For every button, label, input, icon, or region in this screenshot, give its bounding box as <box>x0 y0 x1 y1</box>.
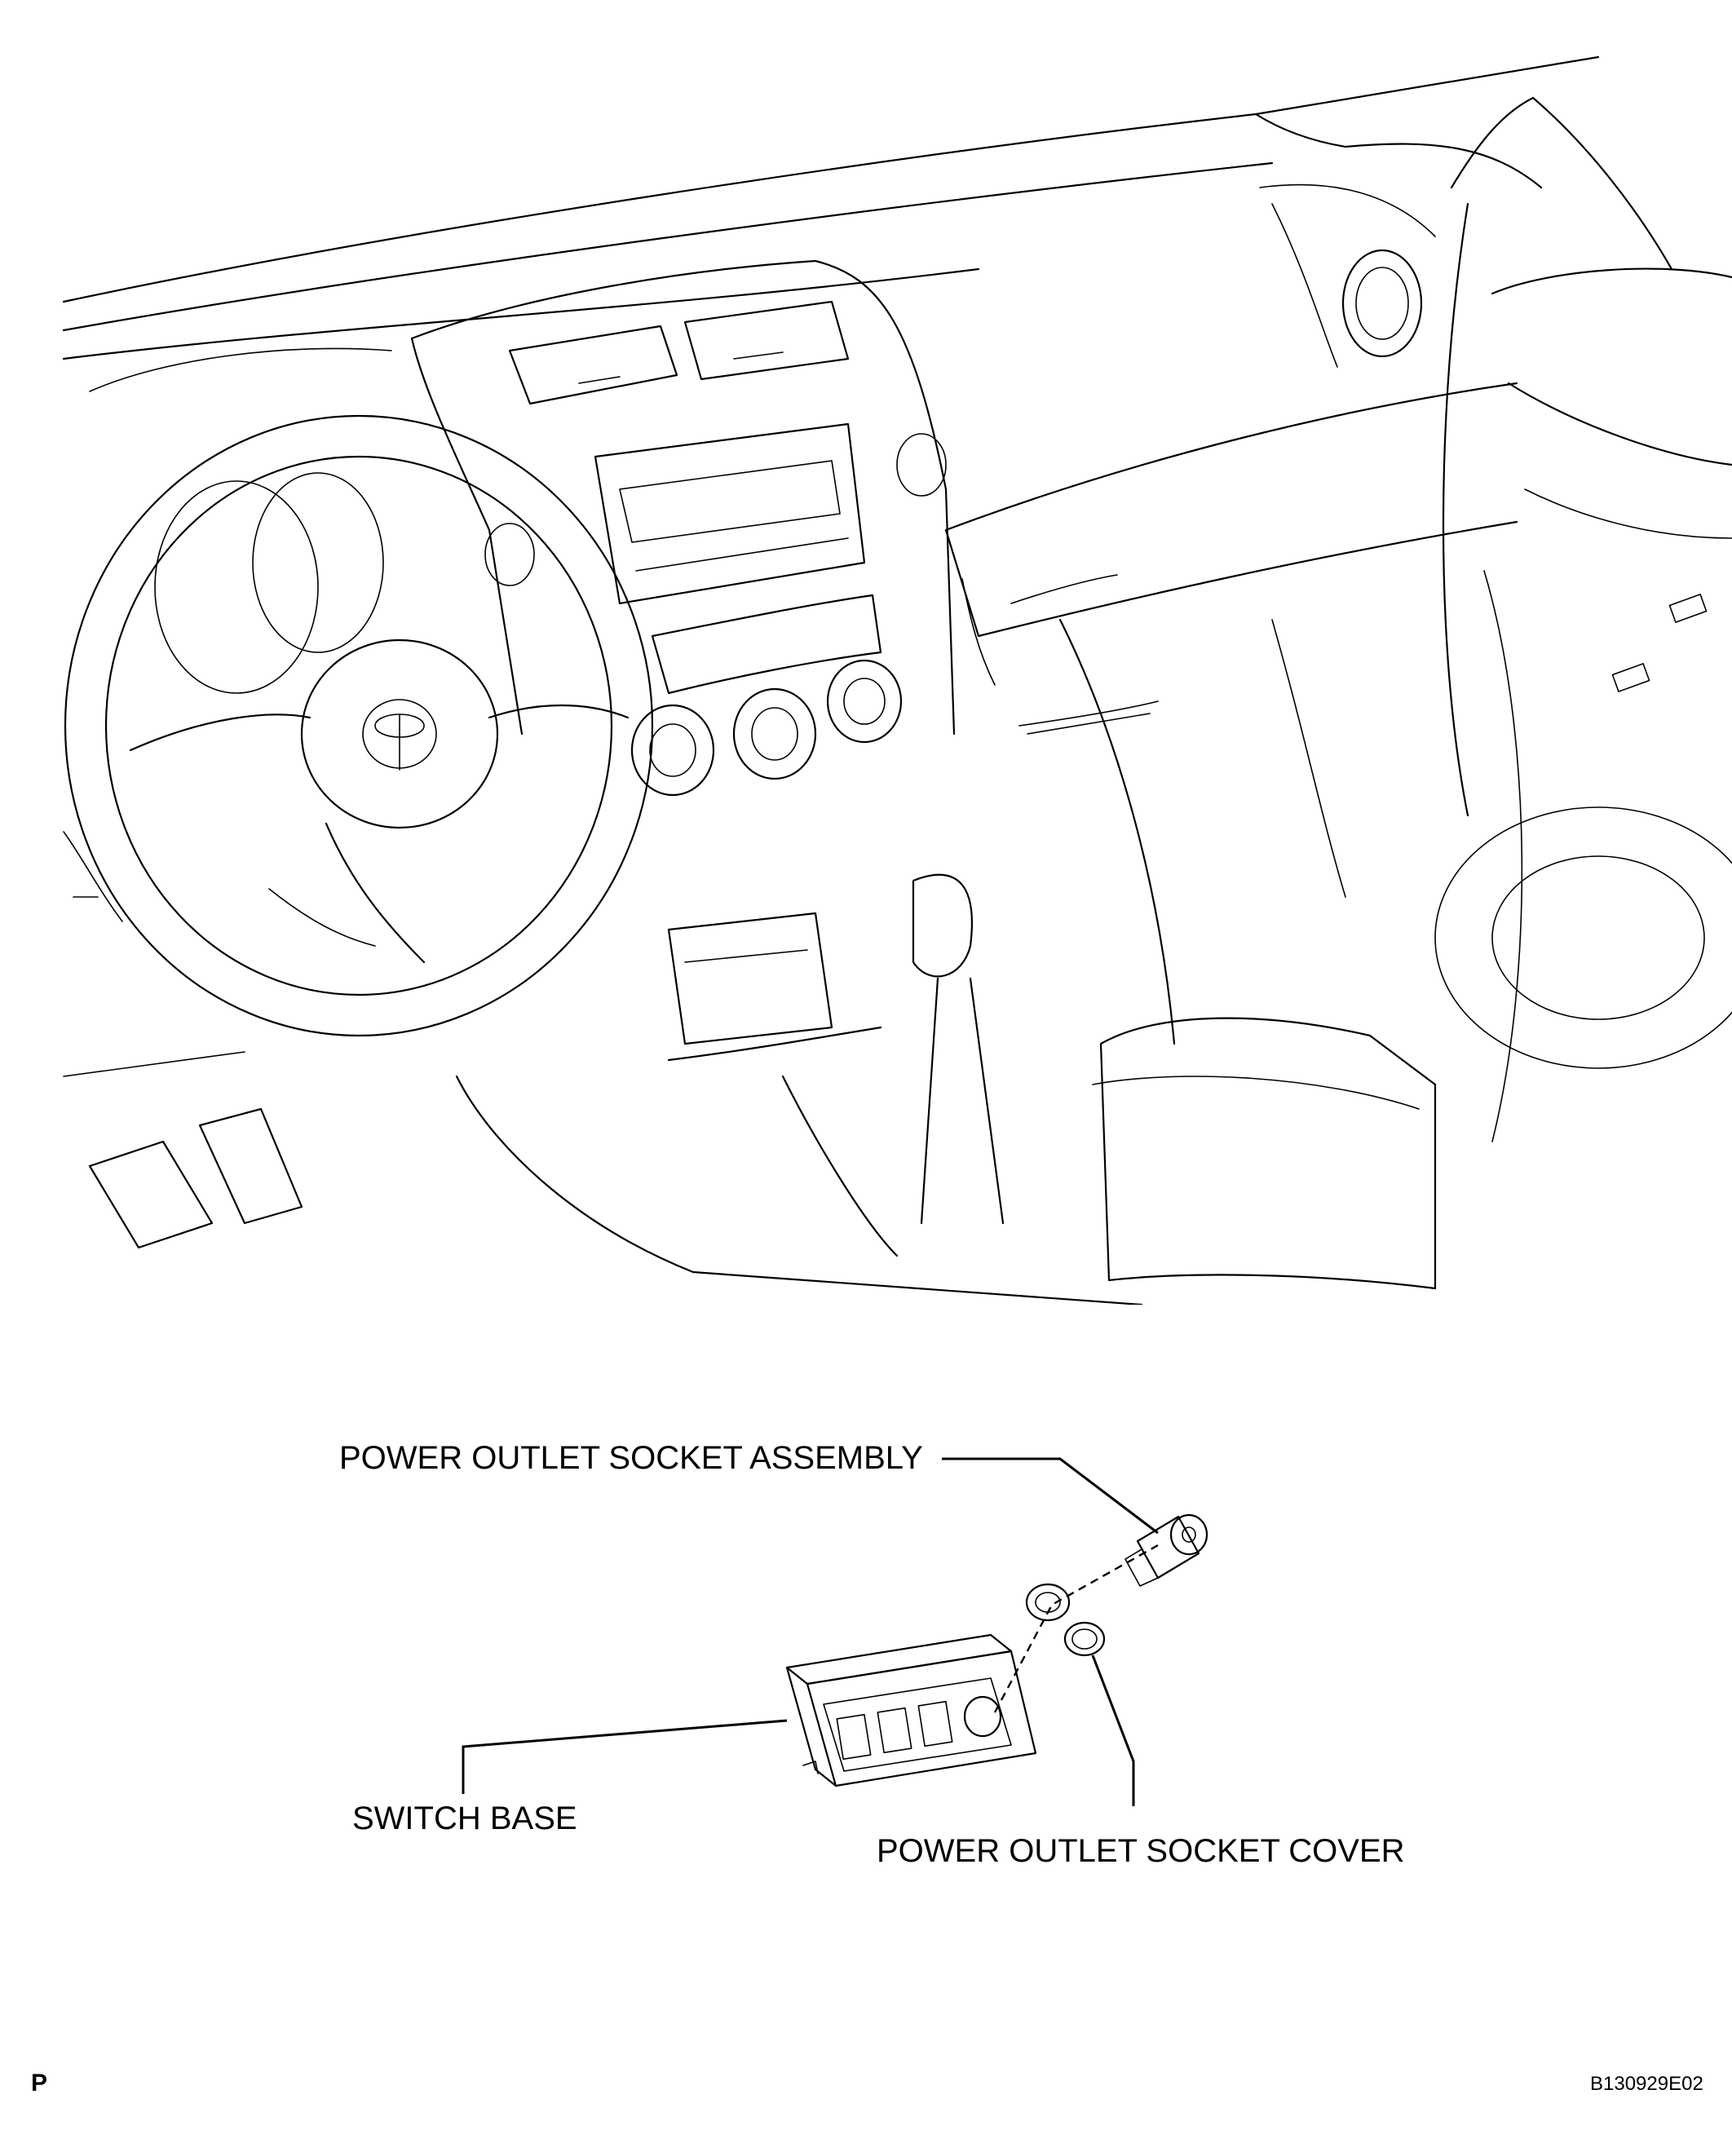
leader-power-outlet-socket-cover <box>1091 1655 1135 1806</box>
center-stack <box>410 259 956 797</box>
lower-dash <box>63 618 1346 1045</box>
power-outlet-socket-cover-part <box>1025 1583 1106 1657</box>
pedals <box>63 1051 303 1249</box>
instrument-cluster <box>89 347 392 694</box>
windshield-and-dash-top <box>62 55 1673 360</box>
label-switch-base: SWITCH BASE <box>352 1800 577 1836</box>
steering-wheel <box>64 414 654 1037</box>
switch-base-part <box>785 1633 1037 1787</box>
leader-switch-base <box>462 1719 788 1794</box>
power-outlet-socket-assembly-part <box>1124 1513 1208 1587</box>
figure-code: B130929E02 <box>1590 2073 1703 2095</box>
label-power-outlet-socket-cover: POWER OUTLET SOCKET COVER <box>877 1833 1405 1869</box>
console-and-shifter <box>455 873 1437 1305</box>
glovebox <box>944 382 1518 735</box>
dashboard-illustration <box>62 55 1732 1305</box>
label-power-outlet-socket-assembly: POWER OUTLET SOCKET ASSEMBLY <box>339 1440 923 1476</box>
passenger-vent <box>1259 183 1436 368</box>
corner-mark: P <box>31 2070 48 2096</box>
right-door-panel <box>1434 202 1732 1142</box>
leader-power-outlet-socket-assembly <box>942 1457 1159 1535</box>
